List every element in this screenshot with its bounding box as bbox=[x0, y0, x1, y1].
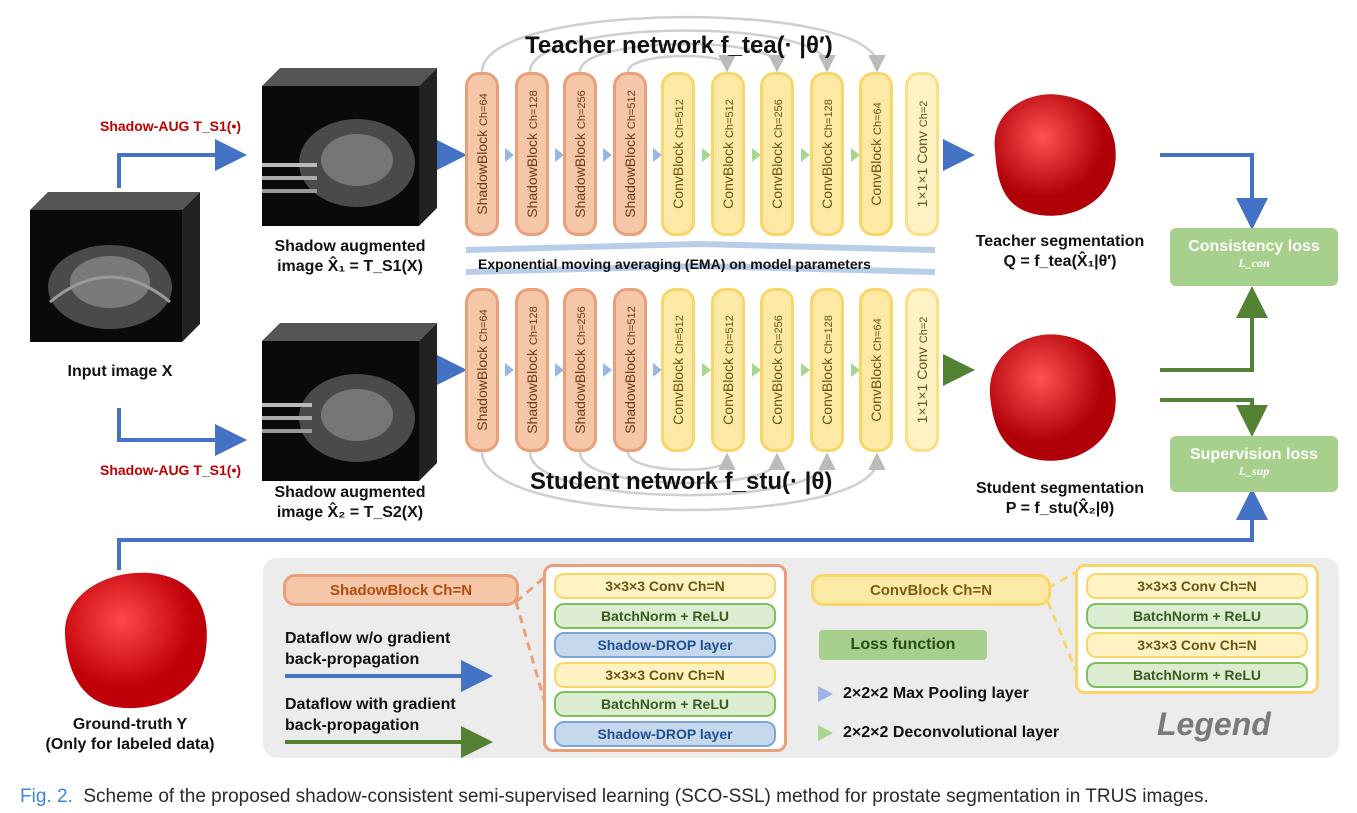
legend-maxpool: 2×2×2 Max Pooling layer bbox=[843, 685, 1029, 702]
ground-truth-label: Ground-truth Y(Only for labeled data) bbox=[45, 716, 215, 753]
ema-text: Exponential moving averaging (EMA) on mo… bbox=[478, 256, 871, 272]
teacher-block-10: 1×1×1 Conv Ch=2 bbox=[905, 72, 939, 236]
shadowblock-detail: 3×3×3 Conv Ch=N BatchNorm + ReLU Shadow-DR… bbox=[543, 564, 787, 752]
input-image bbox=[30, 192, 200, 342]
student-block-1: ShadowBlock Ch=64 bbox=[465, 288, 499, 452]
teacher-block-label-8: ConvBlock Ch=128 bbox=[819, 99, 835, 209]
teacher-block-9: ConvBlock Ch=64 bbox=[859, 72, 893, 236]
student-block-2: ShadowBlock Ch=128 bbox=[515, 288, 549, 452]
consistency-loss-box: Consistency loss L_con bbox=[1170, 228, 1338, 286]
student-block-8: ConvBlock Ch=128 bbox=[810, 288, 844, 452]
teacher-block-8: ConvBlock Ch=128 bbox=[810, 72, 844, 236]
student-block-label-4: ShadowBlock Ch=512 bbox=[622, 306, 638, 434]
student-block-label-10: 1×1×1 Conv Ch=2 bbox=[914, 316, 930, 424]
teacher-block-label-3: ShadowBlock Ch=256 bbox=[572, 90, 588, 218]
convblock-pill-4: BatchNorm + ReLU bbox=[1086, 661, 1308, 688]
shadowblock-pill-4: 3×3×3 Conv Ch=N bbox=[554, 661, 776, 688]
teacher-segmentation-blob bbox=[975, 85, 1125, 225]
student-block-7: ConvBlock Ch=256 bbox=[760, 288, 794, 452]
ema-chevrons bbox=[465, 240, 936, 275]
teacher-block-2: ShadowBlock Ch=128 bbox=[515, 72, 549, 236]
teacher-block-label-7: ConvBlock Ch=256 bbox=[769, 99, 785, 209]
aug-label-bottom: Shadow-AUG T_S1(•) bbox=[100, 462, 242, 478]
student-block-10: 1×1×1 Conv Ch=2 bbox=[905, 288, 939, 452]
student-block-label-9: ConvBlock Ch=64 bbox=[868, 318, 884, 422]
teacher-block-5: ConvBlock Ch=512 bbox=[661, 72, 695, 236]
legend-convblock: ConvBlock Ch=N bbox=[811, 574, 1051, 606]
teacher-block-4: ShadowBlock Ch=512 bbox=[613, 72, 647, 236]
aug-label-top: Shadow-AUG T_S1(•) bbox=[100, 118, 242, 134]
augmented-image-2 bbox=[262, 323, 437, 481]
shadowblock-pill-1: 3×3×3 Conv Ch=N bbox=[554, 573, 776, 599]
student-segmentation-blob bbox=[975, 320, 1125, 470]
student-block-label-1: ShadowBlock Ch=64 bbox=[474, 309, 490, 431]
convblock-detail: 3×3×3 Conv Ch=N BatchNorm + ReLU 3×3×3 Con… bbox=[1075, 564, 1319, 694]
legend-title: Legend bbox=[1157, 706, 1271, 742]
teacher-block-label-1: ShadowBlock Ch=64 bbox=[474, 93, 490, 215]
student-block-label-2: ShadowBlock Ch=128 bbox=[524, 306, 540, 434]
ground-truth-blob bbox=[55, 565, 215, 715]
teacher-block-label-9: ConvBlock Ch=64 bbox=[868, 102, 884, 206]
legend-panel: ShadowBlock Ch=N ConvBlock Ch=N 3×3×3 Co… bbox=[263, 558, 1339, 758]
student-block-3: ShadowBlock Ch=256 bbox=[563, 288, 597, 452]
student-block-label-7: ConvBlock Ch=256 bbox=[769, 315, 785, 425]
student-block-4: ShadowBlock Ch=512 bbox=[613, 288, 647, 452]
student-block-6: ConvBlock Ch=512 bbox=[711, 288, 745, 452]
student-block-label-6: ConvBlock Ch=512 bbox=[720, 315, 736, 425]
student-block-9: ConvBlock Ch=64 bbox=[859, 288, 893, 452]
teacher-block-6: ConvBlock Ch=512 bbox=[711, 72, 745, 236]
teacher-block-label-2: ShadowBlock Ch=128 bbox=[524, 90, 540, 218]
teacher-network-title: Teacher network f_tea(· |θ′) bbox=[525, 32, 833, 59]
convblock-pill-1: 3×3×3 Conv Ch=N bbox=[1086, 573, 1308, 599]
student-block-label-5: ConvBlock Ch=512 bbox=[670, 315, 686, 425]
shadowblock-pill-5: BatchNorm + ReLU bbox=[554, 691, 776, 717]
augmented-image-1 bbox=[262, 68, 437, 226]
convblock-pill-3: 3×3×3 Conv Ch=N bbox=[1086, 632, 1308, 658]
legend-deconv: 2×2×2 Deconvolutional layer bbox=[843, 724, 1060, 741]
student-block-5: ConvBlock Ch=512 bbox=[661, 288, 695, 452]
teacher-block-label-10: 1×1×1 Conv Ch=2 bbox=[914, 100, 930, 208]
supervision-loss-box: Supervision loss L_sup bbox=[1170, 436, 1338, 492]
teacher-block-3: ShadowBlock Ch=256 bbox=[563, 72, 597, 236]
shadowblock-pill-2: BatchNorm + ReLU bbox=[554, 602, 776, 629]
student-block-label-3: ShadowBlock Ch=256 bbox=[572, 306, 588, 434]
teacher-block-label-6: ConvBlock Ch=512 bbox=[720, 99, 736, 209]
teacher-block-label-4: ShadowBlock Ch=512 bbox=[622, 90, 638, 218]
teacher-block-1: ShadowBlock Ch=64 bbox=[465, 72, 499, 236]
legend-shadowblock: ShadowBlock Ch=N bbox=[283, 574, 519, 606]
student-block-label-8: ConvBlock Ch=128 bbox=[819, 315, 835, 425]
shadowblock-pill-3: Shadow-DROP layer bbox=[554, 632, 776, 658]
figure-caption: Fig. 2. Scheme of the proposed shadow-co… bbox=[20, 786, 1209, 807]
shadowblock-pill-6: Shadow-DROP layer bbox=[554, 720, 776, 747]
teacher-block-7: ConvBlock Ch=256 bbox=[760, 72, 794, 236]
teacher-block-label-5: ConvBlock Ch=512 bbox=[670, 99, 686, 209]
legend-loss-function: Loss function bbox=[819, 630, 987, 660]
student-network-title: Student network f_stu(· |θ) bbox=[530, 468, 833, 495]
input-label: Input image X bbox=[67, 363, 173, 380]
convblock-pill-2: BatchNorm + ReLU bbox=[1086, 602, 1308, 629]
